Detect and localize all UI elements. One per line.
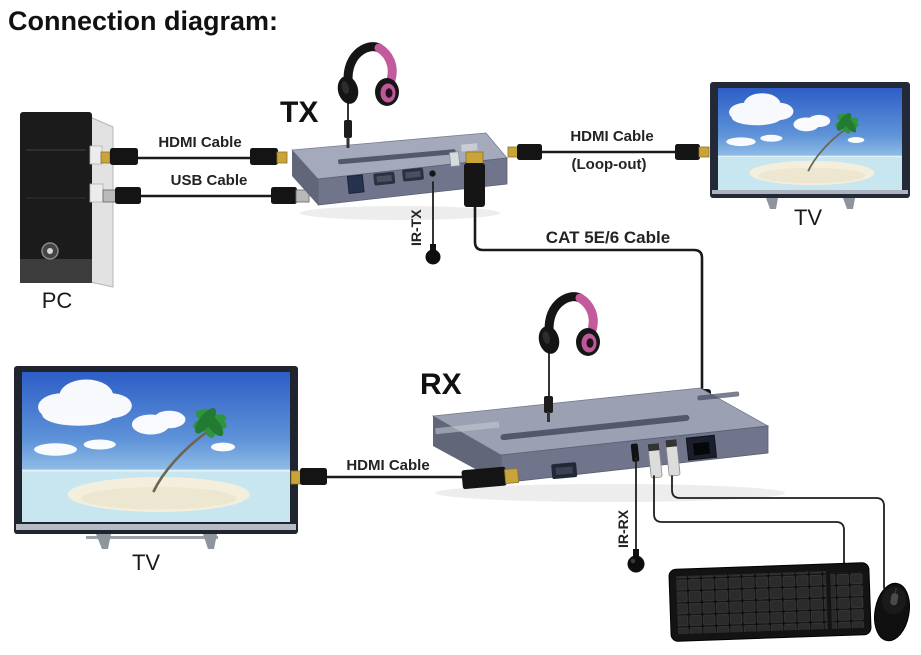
hdmi-connector-icon <box>110 148 138 165</box>
audio-plug-tip <box>547 412 550 422</box>
rx-left-face <box>433 416 501 483</box>
usb-connector-icon <box>295 189 310 203</box>
hdmi-cable-pc-tx: HDMI Cable <box>100 134 288 165</box>
pc-power-led <box>47 248 53 254</box>
pc-usb-port <box>89 183 104 203</box>
rx-right-ports <box>630 434 718 479</box>
hdmi-connector-icon <box>507 146 519 158</box>
usb-connector-icon <box>115 187 141 204</box>
ir-receiver-stem <box>633 549 639 557</box>
headphones-icon <box>536 297 600 356</box>
tv-right: TV <box>710 82 910 230</box>
audio-plug-icon <box>344 120 352 138</box>
tv-bottom-strip <box>16 524 296 530</box>
hdmi-connector-icon <box>698 146 710 158</box>
diagram-title: Connection diagram: <box>8 6 278 36</box>
hdmi-port-inner <box>555 466 573 475</box>
hdmi-cable-label: HDMI Cable <box>346 457 429 474</box>
keyboard <box>668 562 872 642</box>
tv-left: TV <box>14 366 298 575</box>
pc-bottom-vent <box>20 259 92 283</box>
hdmi-connector-icon <box>100 151 111 164</box>
pc-tower: PC <box>20 112 114 313</box>
hdmi-connector-icon <box>300 468 327 485</box>
hdmi-cable-tv-rx: HDMI Cable <box>290 457 520 490</box>
hdmi-connector-icon <box>675 144 700 160</box>
rx-label: RX <box>420 368 462 401</box>
pc-label: PC <box>42 288 73 313</box>
keyboard-cable <box>653 475 845 565</box>
tv-leg <box>203 534 217 549</box>
ir-jack-port <box>429 170 436 177</box>
usb-b-port <box>346 174 365 194</box>
tx-top-print <box>338 149 456 165</box>
keyboard-numpad <box>830 571 865 629</box>
hdmi-loop-out-sublabel: (Loop-out) <box>572 156 647 173</box>
tv-left-label: TV <box>132 550 160 575</box>
ir-rx-receiver: IR-RX <box>615 457 645 573</box>
tx-top-sticker <box>461 143 478 152</box>
hdmi-connector-icon <box>517 144 542 160</box>
tv-screen <box>718 88 902 192</box>
ir-rx-label: IR-RX <box>615 509 631 548</box>
tv-screen <box>22 372 290 522</box>
hdmi-loop-out-cable: HDMI Cable (Loop-out) <box>507 128 710 173</box>
rx-top-print <box>500 414 690 441</box>
mouse-cable <box>671 475 885 589</box>
rx-top-sticker <box>435 421 500 435</box>
tv-stand-bar <box>86 536 218 539</box>
usb-cable-label: USB Cable <box>171 172 248 189</box>
hdmi-port-inner <box>376 174 393 183</box>
usb-connector-band <box>647 443 660 452</box>
ir-tx-emitter: IR-TX <box>408 181 441 265</box>
hdmi-connector-icon <box>290 470 302 485</box>
ir-receiver-highlight <box>630 558 636 564</box>
ir-emitter-stem <box>430 244 436 251</box>
tx-extender-unit: TX <box>280 96 508 206</box>
rx-hdmi-section <box>551 462 578 480</box>
mouse-scroll-wheel <box>890 593 899 606</box>
ir-receiver-icon <box>627 555 645 573</box>
audio-plug-icon <box>544 396 553 413</box>
ir-jack-plug <box>630 443 640 462</box>
hdmi-connector-icon <box>250 148 278 165</box>
tx-left-face <box>292 150 318 205</box>
usb-a-port <box>448 151 461 168</box>
usb-cable-pc-tx: USB Cable <box>102 172 310 204</box>
tx-label: TX <box>280 96 318 129</box>
rj45-connector-icon <box>465 151 484 165</box>
keyboard-keys <box>676 571 828 635</box>
usb-connector-icon <box>102 189 117 203</box>
tv-leg <box>766 198 778 209</box>
tv-bottom-strip <box>712 190 908 194</box>
rj45-port-inner <box>692 441 711 456</box>
hdmi-cable-label: HDMI Cable <box>158 134 241 151</box>
hdmi-connector-icon <box>504 468 520 484</box>
tx-shadow <box>300 206 500 220</box>
hdmi-connector-icon <box>276 151 288 164</box>
hdmi-port-inner <box>405 170 421 179</box>
usb-connector-band <box>665 439 678 448</box>
pc-hdmi-port <box>89 145 103 165</box>
tx-headphones <box>335 47 399 148</box>
tx-ports <box>346 151 461 194</box>
ir-tx-label: IR-TX <box>408 209 424 246</box>
tv-leg <box>843 198 855 209</box>
mouse <box>874 582 910 642</box>
cat5e6-cable-label: CAT 5E/6 Cable <box>546 228 670 247</box>
rx-extender-unit: RX <box>420 368 770 484</box>
audio-plug-tip <box>346 137 350 148</box>
headphones-icon <box>335 47 399 106</box>
tv-leg <box>96 534 111 549</box>
ir-emitter-icon <box>425 249 441 265</box>
cable-line <box>473 203 704 394</box>
tv-right-label: TV <box>794 205 822 230</box>
hdmi-connector-icon <box>461 466 507 490</box>
rx-headphones <box>536 297 600 401</box>
rj45-connector-icon <box>464 163 485 207</box>
hdmi-loop-out-label: HDMI Cable <box>570 128 653 145</box>
usb-connector-icon <box>271 187 297 204</box>
rx-top-print <box>697 391 740 401</box>
